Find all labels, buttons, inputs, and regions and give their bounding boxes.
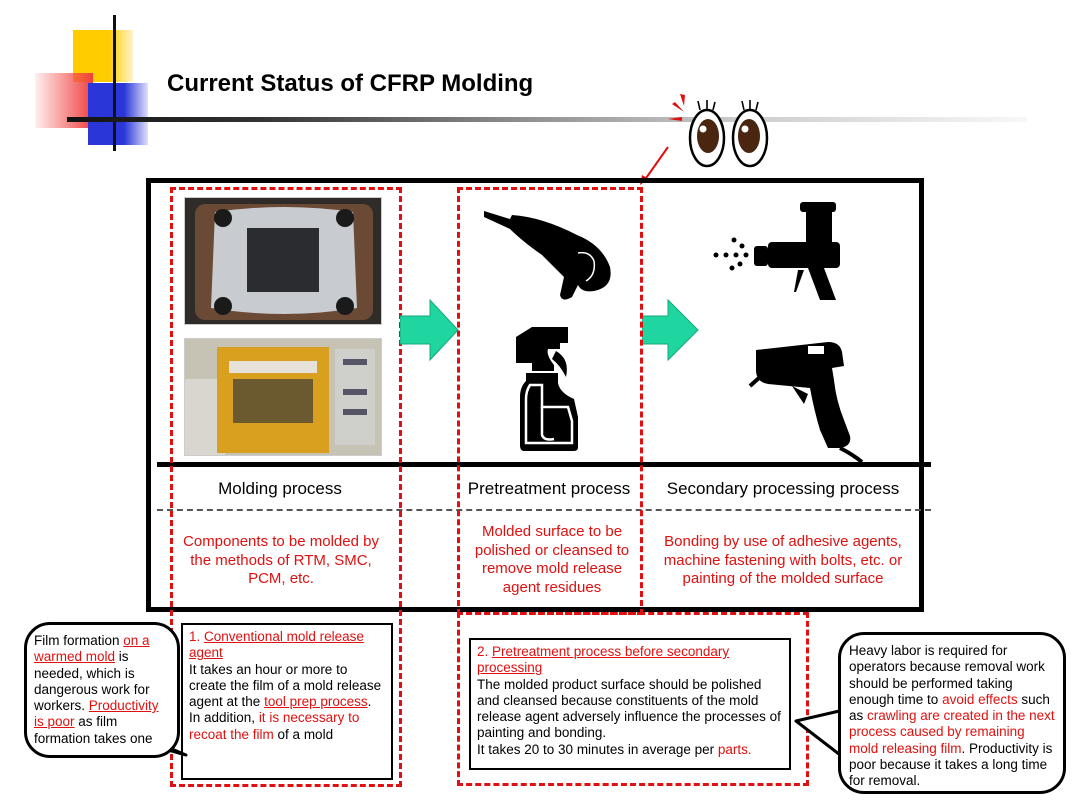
left-bubble-text: is needed, which is dangerous work for w… (34, 649, 150, 714)
pretreatment-process-description: Molded surface to be polished or cleanse… (474, 523, 630, 596)
surprise-marks (668, 94, 685, 121)
molding-process-label: Molding process (218, 479, 342, 498)
pretreatment-note-highlight (457, 612, 809, 786)
note2-heading-cont: processing (477, 660, 543, 676)
title-decoration-blue (88, 83, 148, 145)
right-bubble-text: Heavy labor is required for operators be… (849, 643, 1045, 707)
secondary-process-description: Bonding by use of adhesive agents, machi… (663, 533, 903, 587)
molding-process-description: Components to be molded by the methods o… (183, 533, 379, 587)
right-bubble-text: . Productivity is poor because it takes … (849, 740, 1053, 789)
note1-heading: Conventional mold release (204, 629, 364, 644)
title-decoration-vertical-line (113, 15, 116, 151)
right-bubble-text: such as (849, 691, 1050, 724)
eye-right (731, 100, 769, 168)
angle-grinder-icon (484, 211, 611, 300)
secondary-process-label: Secondary processing process (666, 479, 900, 498)
process-flow-panel (146, 178, 924, 612)
note1-text: It takes an hour or more to create the f… (189, 661, 382, 710)
left-bubble-text: Film formation (34, 633, 124, 648)
left-bubble-text: as film formation takes one (34, 714, 153, 746)
note1-text-end: . (367, 694, 372, 710)
right-bubble-highlight: crawling are created in the next process… (849, 708, 1055, 756)
title-underline (67, 117, 1027, 122)
mold-photo (184, 197, 382, 325)
note-pretreatment-process: 2. Pretreatment process before secondary… (469, 638, 791, 770)
note1-text2-highlight: it is necessary to recoat the film (189, 710, 360, 742)
note1-text2-end: of a mold (273, 726, 334, 742)
arrow-right-icon (642, 298, 699, 362)
note2-text2-highlight: parts. (717, 741, 752, 757)
pretreatment-process-label: Pretreatment process (467, 479, 631, 498)
note1-text2: In addition, (189, 710, 259, 726)
eyes-icon (668, 94, 769, 168)
eye-left (688, 100, 726, 168)
left-bubble-highlight: on a warmed mold (34, 633, 150, 665)
note2-text2: It takes 20 to 30 minutes in average per (477, 741, 718, 757)
note1-number: 1. (189, 629, 205, 644)
label-divider (157, 509, 931, 511)
note1-highlight: tool prep process (264, 694, 368, 710)
spray-gun-icon (713, 202, 840, 300)
arrow-right-icon (400, 298, 459, 362)
right-bubble-highlight: avoid effects (942, 691, 1018, 707)
note-conventional-mold-release: 1. Conventional mold release agent It ta… (181, 623, 393, 780)
glue-gun-icon (748, 342, 864, 464)
note2-heading: Pretreatment process before secondary (492, 644, 730, 659)
page-title: Current Status of CFRP Molding (167, 70, 534, 97)
press-machine-photo (184, 338, 382, 456)
note2-number: 2. (477, 644, 493, 659)
left-bubble-highlight: Productivity is poor (34, 698, 159, 730)
left-speech-bubble: Film formation on a warmed mold is neede… (24, 622, 180, 758)
note2-text: The molded product surface should be pol… (477, 676, 781, 741)
note1-heading-cont: agent (189, 645, 223, 661)
spray-bottle-icon (516, 327, 578, 451)
right-speech-bubble: Heavy labor is required for operators be… (838, 632, 1066, 794)
panel-divider (157, 462, 931, 467)
molding-process-highlight (170, 187, 402, 787)
right-bubble-tail (794, 707, 849, 763)
